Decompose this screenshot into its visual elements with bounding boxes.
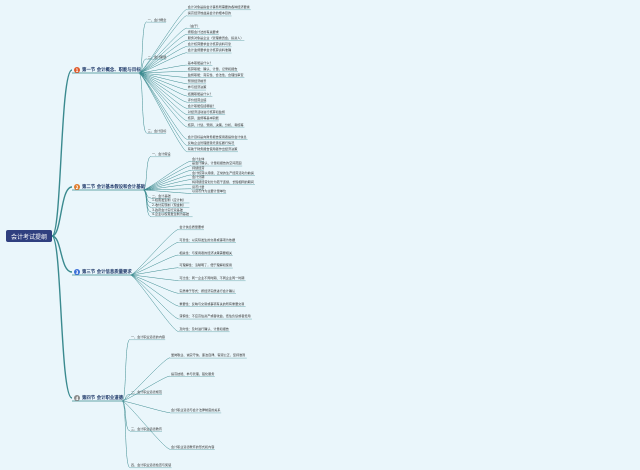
leaf-node[interactable]: 二、会计职业道德规范 bbox=[131, 390, 162, 395]
leaf-node[interactable]: 会计职业道德教育的形式和内容 bbox=[171, 444, 215, 449]
leaf-node[interactable]: 会计职能包括哪些？ bbox=[187, 103, 216, 108]
leaf-node[interactable]: 二、会计职能 bbox=[147, 54, 167, 59]
leaf-node[interactable]: 货币计量 bbox=[192, 184, 205, 189]
leaf-node[interactable]: 提高经济效益是会计的根本目的 bbox=[187, 11, 232, 16]
leaf-node[interactable]: 持续经营 bbox=[192, 166, 205, 171]
leaf-node[interactable]: 会计分期 bbox=[192, 175, 205, 180]
leaf-node[interactable]: 有助于财务报告使用者作出经济决策 bbox=[187, 147, 238, 152]
chapter-number-badge: 3 bbox=[74, 269, 80, 275]
leaf-node[interactable]: 会计主体 bbox=[192, 156, 205, 161]
leaf-node[interactable]: 会计信息质量要求 bbox=[179, 225, 205, 230]
leaf-node[interactable]: 基本职能是什么？ bbox=[187, 60, 213, 65]
leaf-node[interactable]: 会计目标是向财务报告使用者提供会计信息 bbox=[187, 134, 247, 139]
leaf-node[interactable]: 会计核算要求会计核算资料可靠 bbox=[187, 42, 232, 47]
leaf-node[interactable]: 1.权责发生制（应计制） bbox=[152, 198, 186, 203]
chapter-title: 第二节 会计基本假设和会计基础 bbox=[82, 185, 145, 190]
leaf-node[interactable]: （由于） bbox=[187, 23, 201, 28]
leaf-node[interactable]: 三、会计职业道德教育 bbox=[131, 426, 162, 431]
leaf-node[interactable]: 是会计确认、计量和报告的空间范围 bbox=[192, 161, 242, 166]
leaf-node[interactable]: 爱岗敬业、诚实守信、廉洁自律、客观公正、坚持准则 bbox=[171, 353, 246, 358]
leaf-node[interactable]: 谨慎性：不应高估资产或者收益、低估负债或者费用 bbox=[179, 314, 251, 319]
leaf-node[interactable]: 可比性：同一企业不同时期、不同企业同一时期 bbox=[179, 276, 245, 281]
leaf-node[interactable]: 三、会计目标 bbox=[147, 128, 167, 133]
leaf-node[interactable]: 重要性：反映与交易或事项有关的所有重要交易 bbox=[179, 301, 245, 306]
leaf-node[interactable]: 二、会计基础 bbox=[152, 193, 171, 198]
leaf-node[interactable]: 会计职业道德与会计法律制度的关系 bbox=[171, 408, 221, 413]
leaf-node[interactable]: 一、会计概念 bbox=[147, 17, 167, 22]
leaf-node[interactable]: 可理解性：清晰明了，便于理解和使用 bbox=[179, 263, 232, 268]
leaf-node[interactable]: 拓展职能是什么？ bbox=[187, 91, 213, 96]
leaf-node[interactable]: 及时性：及时进行确认、计量和报告 bbox=[179, 327, 229, 332]
leaf-node[interactable]: 服务对象是企业（管理委员会、投资人） bbox=[187, 36, 244, 41]
leaf-node[interactable]: 反映企业管理层受托责任履行情况 bbox=[187, 141, 235, 146]
leaf-node[interactable]: 3.政府会计实行双基础 bbox=[152, 207, 183, 212]
leaf-node[interactable]: 实质重于形式：按经济实质进行会计确认 bbox=[179, 288, 236, 293]
leaf-node[interactable]: 一、会计假设 bbox=[152, 152, 171, 157]
leaf-node[interactable]: 参与经济决策 bbox=[187, 85, 207, 90]
leaf-node[interactable]: 提高技能、参与管理、强化服务 bbox=[171, 371, 215, 376]
chapter-number-badge: 1 bbox=[74, 67, 80, 73]
leaf-node[interactable]: 预测经济前景 bbox=[187, 79, 207, 84]
leaf-node[interactable]: 将持续经营划分为若干连续、长短相同的期间 bbox=[192, 179, 254, 184]
leaf-node[interactable]: 相关性：与使用者的经济决策需要相关 bbox=[179, 250, 232, 255]
chapter-number-badge: 4 bbox=[74, 395, 80, 401]
chapter-title: 第三节 会计信息质量要求 bbox=[82, 270, 132, 275]
leaf-node[interactable]: 核算、监督等基本职能 bbox=[187, 116, 219, 121]
leaf-node[interactable]: 4.企业以权责发生制为基础 bbox=[152, 212, 189, 217]
leaf-node[interactable]: 一、会计职业道德的内容 bbox=[131, 335, 166, 340]
leaf-node[interactable]: 会计对象是指会计事务所需要的各种经济要素 bbox=[187, 5, 250, 10]
chapter-title: 第四节 会计职业道德 bbox=[82, 396, 124, 401]
leaf-node[interactable]: 监督职能：真实性、合法性、合理性审查 bbox=[187, 73, 244, 78]
chapter-title: 第一节 会计概念、职能与目标 bbox=[82, 68, 141, 73]
leaf-node[interactable]: 四、会计职业道德检查与奖惩 bbox=[131, 463, 172, 468]
leaf-node[interactable]: 评价经营业绩 bbox=[187, 97, 207, 102]
leaf-node[interactable]: 2.收付实现制（现金制） bbox=[152, 202, 186, 207]
leaf-node[interactable]: 会计监督要求会计核算资料准确 bbox=[187, 48, 232, 53]
leaf-node[interactable]: 以货币作为主要计量单位 bbox=[192, 189, 227, 194]
chapter-number-badge: 2 bbox=[74, 184, 80, 190]
leaf-node[interactable]: 对经济活动进行核算和监督 bbox=[187, 110, 225, 115]
leaf-node[interactable]: 按照会计法的有关要求 bbox=[187, 29, 219, 34]
leaf-node[interactable]: 可靠性：以实际发生的交易或事项为依据 bbox=[179, 237, 236, 242]
leaf-node[interactable]: 核算职能：确认、计量、记录和报告 bbox=[187, 66, 238, 71]
leaf-node[interactable]: 核算、计划、预测、决策、分析、考核等 bbox=[187, 122, 244, 127]
root-node[interactable]: 会计考试提纲 bbox=[6, 230, 52, 242]
leaf-node[interactable]: 会计核算以持续、正常的生产经营活动为前提 bbox=[192, 170, 254, 175]
